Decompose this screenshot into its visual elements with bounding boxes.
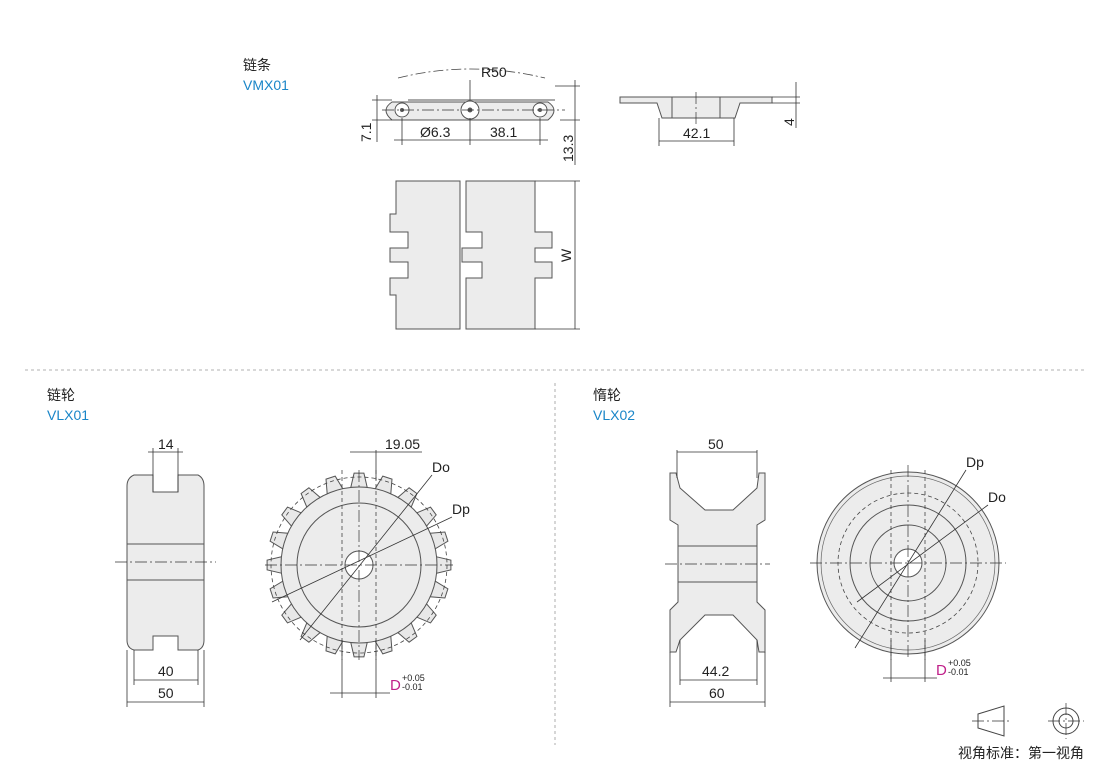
- idler-front-view: Dp Do D +0.05 -0.01: [810, 454, 1006, 682]
- dim-inner: 44.2: [702, 663, 729, 679]
- d-symbol: D: [390, 677, 401, 694]
- sprocket-title: 链轮: [47, 387, 75, 403]
- dim-thick: 4: [781, 118, 797, 126]
- d-symbol: D: [936, 662, 947, 679]
- dim-top: 50: [708, 436, 724, 452]
- dim-overall: 13.3: [560, 135, 576, 162]
- projection-label: 视角标准：第一视角: [958, 745, 1084, 761]
- sprocket-side-view: 14 40 50: [115, 436, 216, 707]
- dim-width: W: [558, 248, 574, 262]
- chain-code: VMX01: [243, 77, 289, 93]
- chain-end-view: 42.1 4: [619, 82, 800, 146]
- tol-lower: -0.01: [402, 682, 423, 692]
- chain-title: 链条: [243, 57, 271, 73]
- tol-lower: -0.01: [948, 667, 969, 677]
- dim-pitch: 19.05: [385, 436, 420, 452]
- dim-do: Do: [432, 459, 450, 475]
- projection-symbol: [972, 703, 1084, 739]
- sprocket-front-view: 19.05 Do Dp D +0.05 -0.01: [265, 436, 470, 698]
- idler-code: VLX02: [593, 407, 636, 423]
- dim-width: 60: [709, 685, 725, 701]
- dim-dp: Dp: [452, 501, 470, 517]
- chain-side-view: R50 7.1 Ø6.3 38.1 13.3: [358, 64, 580, 165]
- dim-do: Do: [988, 489, 1006, 505]
- sprocket-code: VLX01: [47, 407, 90, 423]
- dim-hub: 14: [158, 436, 174, 452]
- dim-pitch: 38.1: [490, 124, 517, 140]
- idler-side-view: 50 44.2 60: [665, 436, 770, 707]
- dim-dp: Dp: [966, 454, 984, 470]
- dim-width: 50: [158, 685, 174, 701]
- dim-tab: 42.1: [683, 125, 710, 141]
- dim-bore-len: 40: [158, 663, 174, 679]
- tol-upper: +0.05: [948, 658, 971, 668]
- dim-radius: R50: [481, 64, 507, 80]
- dim-pin: Ø6.3: [420, 124, 451, 140]
- dim-height: 7.1: [358, 122, 374, 142]
- idler-title: 惰轮: [593, 387, 621, 403]
- chain-top-view: W: [389, 180, 580, 330]
- tol-upper: +0.05: [402, 673, 425, 683]
